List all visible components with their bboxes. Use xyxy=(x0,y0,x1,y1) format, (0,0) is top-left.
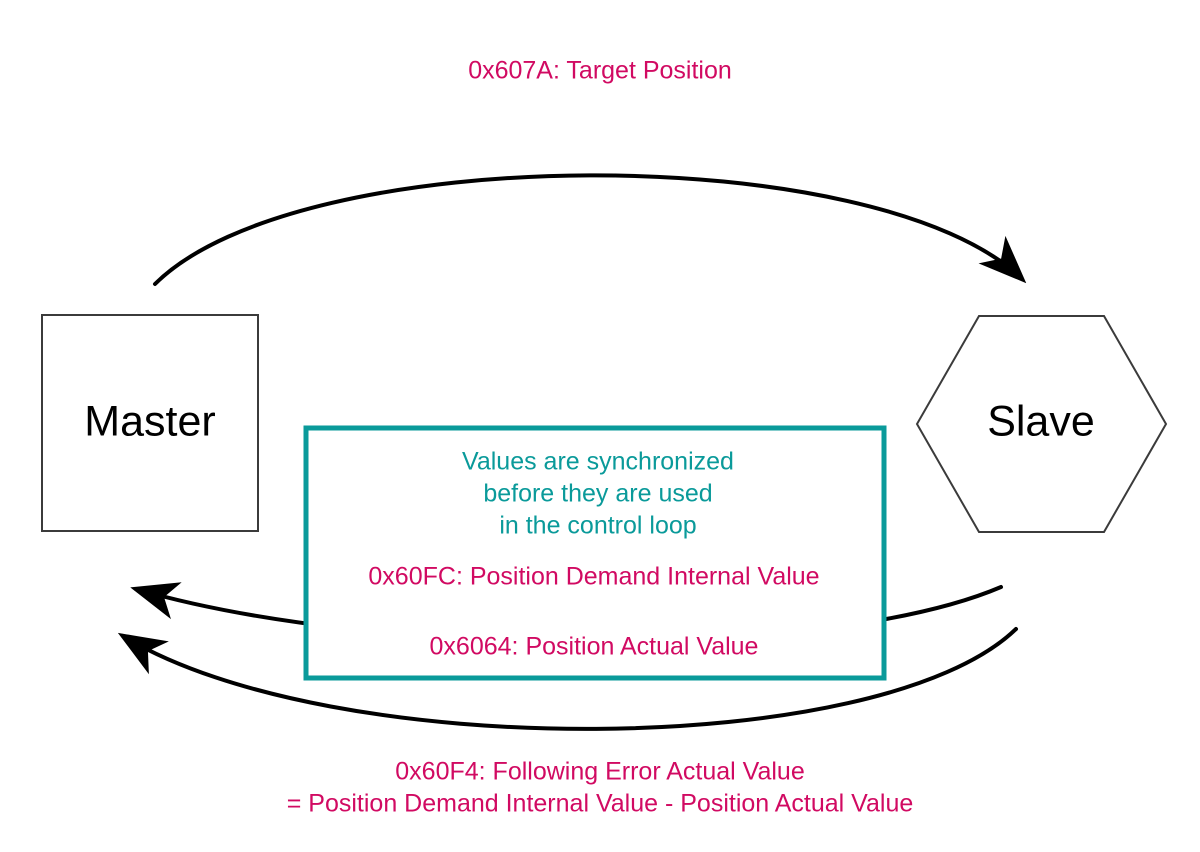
note-line-3: in the control loop xyxy=(499,512,696,540)
label-position-actual-value: 0x6064: Position Actual Value xyxy=(430,633,759,661)
node-slave-label: Slave xyxy=(987,397,1095,445)
arrow-slave-to-master-lower xyxy=(117,627,1018,731)
note-box xyxy=(303,425,887,681)
label-following-error-formula: = Position Demand Internal Value - Posit… xyxy=(287,790,914,818)
label-following-error-actual-value: 0x60F4: Following Error Actual Value xyxy=(395,758,804,786)
label-target-position: 0x607A: Target Position xyxy=(468,57,732,85)
note-line-1: Values are synchronized xyxy=(462,448,734,476)
node-master-shape[interactable] xyxy=(41,314,259,532)
node-slave-shape[interactable] xyxy=(915,315,1168,533)
node-master-label: Master xyxy=(84,397,215,445)
note-line-2: before they are used xyxy=(483,480,712,508)
arrow-master-to-slave xyxy=(153,173,1027,286)
label-position-demand-internal-value: 0x60FC: Position Demand Internal Value xyxy=(368,563,819,591)
